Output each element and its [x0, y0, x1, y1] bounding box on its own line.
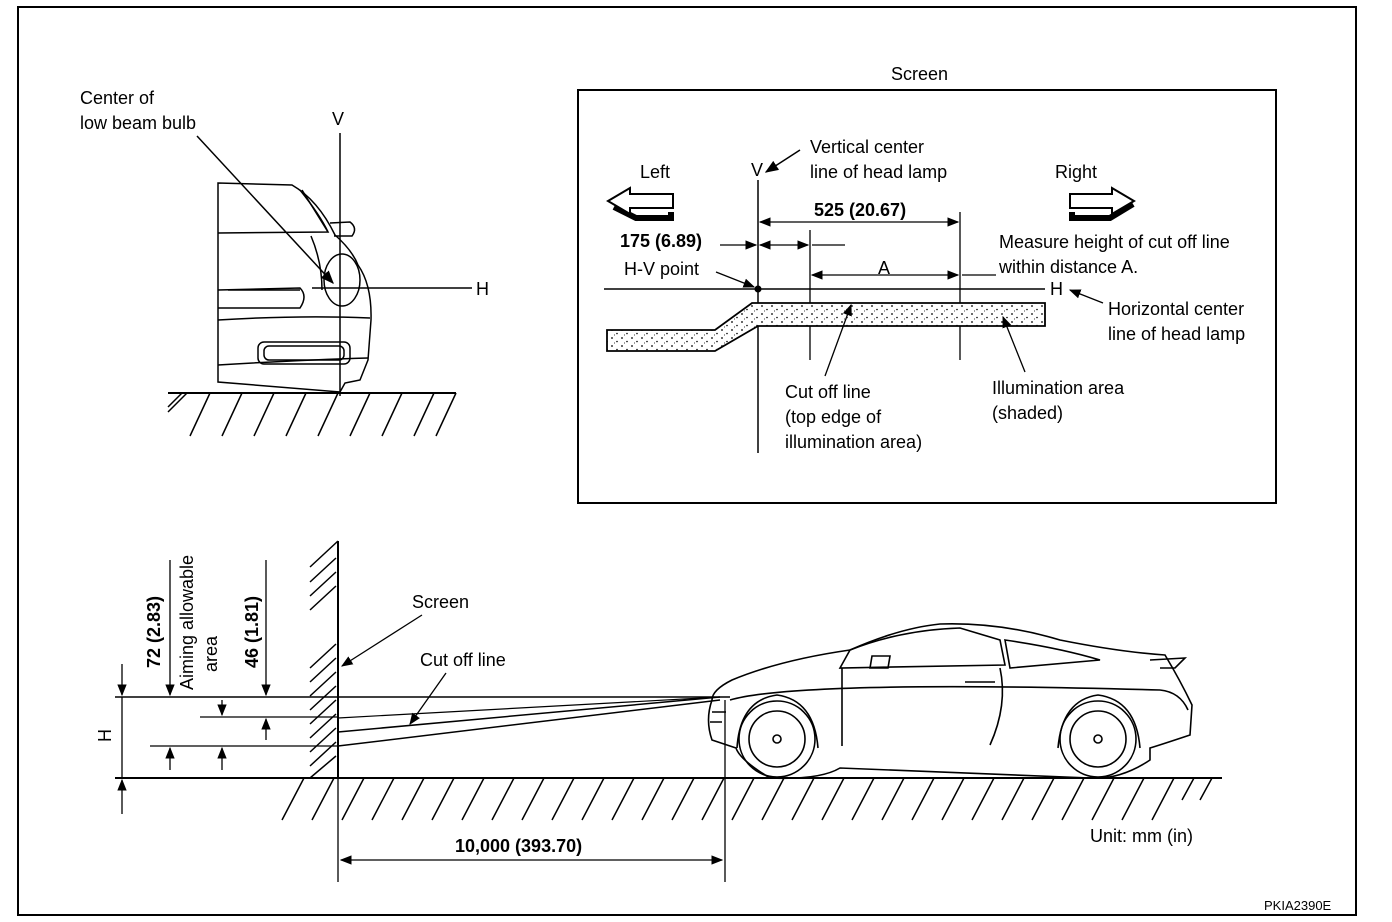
screen-h-label: H — [1050, 279, 1063, 299]
vertical-center-label-line1: Vertical center — [810, 137, 924, 157]
vertical-center-label-line2: line of head lamp — [810, 162, 947, 182]
bulb-label-line1: Center of — [80, 88, 155, 108]
screen-panel-title: Screen — [891, 64, 948, 84]
distance-label: 10,000 (393.70) — [455, 836, 582, 856]
beam-ray-upper — [337, 696, 721, 733]
hv-point-arrow — [715, 271, 756, 288]
illumination-area — [606, 302, 1046, 352]
horizontal-center-arrow — [1068, 289, 1104, 304]
front-ground-hatch — [167, 392, 457, 437]
illum-label-line1: Illumination area — [992, 378, 1125, 398]
cutoff-label-line2: (top edge of — [785, 407, 882, 427]
side-cutoff-pointer — [409, 672, 447, 725]
screen-v-label: V — [751, 160, 763, 180]
side-screen-label: Screen — [412, 592, 469, 612]
side-screen-pointer — [341, 614, 423, 667]
side-cutoff-label: Cut off line — [420, 650, 506, 670]
measure-note-line2: within distance A. — [998, 257, 1138, 277]
side-car — [707, 623, 1193, 780]
measure-note-line1: Measure height of cut off line — [999, 232, 1230, 252]
side-h-label: H — [95, 729, 115, 742]
figure-code: PKIA2390E — [1264, 898, 1332, 913]
side-ground-hatch — [281, 777, 1213, 821]
dim-175-label: 175 (6.89) — [620, 231, 702, 251]
cutoff-label-line3: illumination area) — [785, 432, 922, 452]
left-label: Left — [640, 162, 670, 182]
beam-ray-top — [337, 696, 721, 719]
vertical-center-arrow — [764, 149, 801, 173]
dim-46-label: 46 (1.81) — [242, 596, 262, 668]
dim-72-label: 72 (2.83) — [144, 596, 164, 668]
figure-border — [17, 6, 1357, 916]
aiming-label-line1: Aiming allowable — [177, 555, 197, 690]
right-label: Right — [1055, 162, 1097, 182]
bulb-leader-arrow — [196, 135, 334, 284]
front-car-body — [217, 182, 372, 393]
unit-label: Unit: mm (in) — [1090, 826, 1193, 846]
dim-a-label: A — [878, 258, 890, 278]
illum-pointer — [1002, 315, 1026, 373]
front-h-label: H — [476, 279, 489, 299]
beam-ray-lower — [337, 699, 721, 747]
cutoff-pointer — [824, 303, 852, 377]
screen-panel-box — [577, 89, 1277, 504]
screen-wall-hatch — [309, 540, 339, 779]
horizontal-center-label-line1: Horizontal center — [1108, 299, 1244, 319]
dim-525-label: 525 (20.67) — [814, 200, 906, 220]
front-view — [167, 182, 457, 437]
aiming-label-line2: area — [201, 635, 221, 672]
right-arrow-icon — [1069, 186, 1136, 221]
cutoff-label-line1: Cut off line — [785, 382, 871, 402]
left-arrow-icon — [606, 186, 674, 221]
front-v-label: V — [332, 109, 344, 129]
illum-label-line2: (shaded) — [992, 403, 1063, 423]
bulb-label-line2: low beam bulb — [80, 113, 196, 133]
hv-point-label: H-V point — [624, 259, 699, 279]
horizontal-center-label-line2: line of head lamp — [1108, 324, 1245, 344]
